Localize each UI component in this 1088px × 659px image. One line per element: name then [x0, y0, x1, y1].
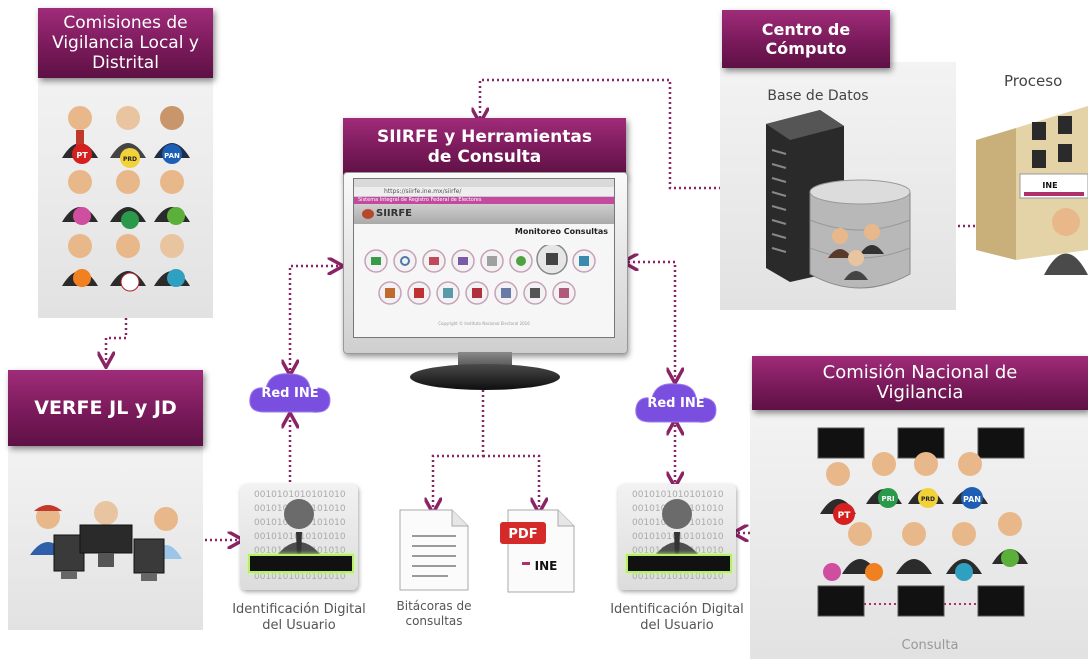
verfe-title: VERFE JL y JD	[8, 370, 203, 446]
user-silhouette-icon	[272, 499, 326, 562]
app-header: SIIRFE	[354, 204, 614, 224]
arrow-siirfe-to-db	[480, 78, 720, 190]
process-label: Proceso	[1004, 72, 1063, 90]
binary-background: 0010101010101010	[632, 490, 724, 500]
verfe-operators-icon	[30, 501, 182, 581]
svg-text:PRD: PRD	[921, 496, 935, 503]
ine-building-icon: INE	[976, 106, 1088, 275]
arrow-commissions-to-verfe	[106, 318, 128, 362]
section-title: Monitoreo Consultas	[514, 227, 608, 236]
user-silhouette-icon	[650, 499, 704, 562]
binary-background: 0010101010101010	[254, 572, 346, 582]
binary-background: 0010101010101010	[254, 490, 346, 500]
digital-id-right-caption: Identificación Digital del Usuario	[610, 602, 744, 633]
system-banner-text: Sistema Integral de Registro Federal de …	[358, 197, 482, 203]
digital-id-left-caption: Identificación Digital del Usuario	[232, 602, 366, 633]
svg-text:PRI: PRI	[881, 495, 894, 503]
database-label: Base de Datos	[767, 88, 869, 104]
red-ine-left-label: Red INE	[261, 386, 319, 401]
svg-text:PAN: PAN	[963, 495, 981, 504]
svg-text:PAN: PAN	[164, 152, 180, 160]
cnv-consulta-caption: Consulta	[901, 638, 959, 653]
svg-text:PDF: PDF	[508, 527, 537, 542]
siirfe-logo-text: SIIRFE	[376, 208, 413, 219]
commissions-local-title: Comisiones de Vigilancia Local y Distrit…	[38, 8, 213, 78]
siirfe-logo-icon	[362, 209, 374, 219]
svg-text:PT: PT	[838, 511, 852, 521]
arrow-monitor-to-pdf	[483, 454, 539, 508]
digital-id-card-left: 0010101010101010 0010101010101010 001010…	[240, 484, 358, 590]
svg-text:PT: PT	[76, 151, 88, 160]
network-cloud-right-icon	[635, 383, 717, 423]
pdf-document-icon: PDF INE	[500, 509, 575, 593]
binary-background: 0010101010101010	[632, 572, 724, 582]
data-center-title: Centro de Cómputo	[722, 10, 890, 68]
fingerprint-strip	[248, 554, 354, 573]
log-document-icon	[399, 509, 469, 591]
red-ine-right-label: Red INE	[647, 396, 705, 411]
fingerprint-strip	[626, 554, 732, 573]
digital-id-card-right: 0010101010101010 0010101010101010 001010…	[618, 484, 736, 590]
svg-text:PRD: PRD	[123, 156, 137, 163]
system-banner: Sistema Integral de Registro Federal de …	[354, 197, 614, 204]
address-bar-url[interactable]: https://siirfe.ine.mx/siirfe/	[384, 188, 462, 195]
arrow-red-to-monitor	[290, 266, 338, 370]
browser-tabstrip	[354, 179, 614, 187]
monitor-stand	[410, 364, 560, 390]
logs-caption: Bitácoras de consultas	[396, 599, 472, 628]
monitor-neck	[458, 352, 512, 366]
monitor-screen: https://siirfe.ine.mx/siirfe/ Sistema In…	[353, 178, 615, 338]
arrow-monitor-to-red-right	[628, 262, 675, 378]
database-cylinder-icon	[809, 179, 911, 289]
browser-address-bar: https://siirfe.ine.mx/siirfe/	[354, 187, 614, 197]
arrow-monitor-to-logs	[433, 390, 485, 508]
svg-text:INE: INE	[535, 559, 558, 573]
party-representatives-group-icon: PT PRD PAN	[62, 106, 190, 292]
network-cloud-left-icon	[249, 373, 331, 413]
national-commission-group-icon: PT PRI PRD PAN	[817, 427, 1028, 617]
svg-text:INE: INE	[1042, 181, 1057, 190]
siirfe-title: SIIRFE y Herramientas de Consulta	[343, 118, 626, 176]
cnv-title: Comisión Nacional de Vigilancia	[752, 356, 1088, 410]
screen-footer: Copyright © Instituto Nacional Electoral…	[438, 321, 530, 326]
tool-icons-grid	[364, 245, 596, 305]
